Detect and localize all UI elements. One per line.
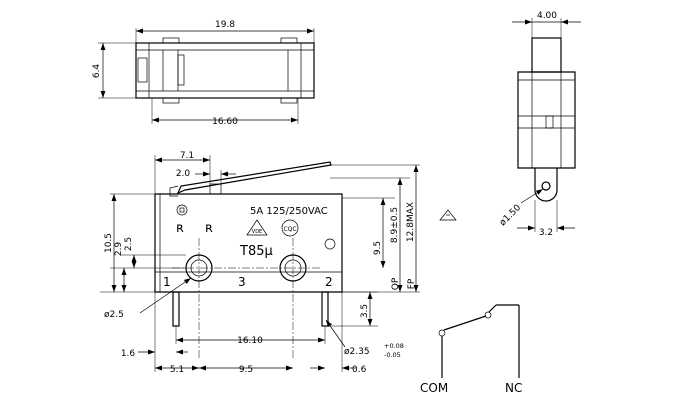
ul-mark-icon-2: ʀ	[205, 221, 213, 236]
vde-mark: VDE	[252, 229, 262, 235]
side-tab-label: 3.2	[539, 228, 553, 238]
dim-06-label: 0.6	[352, 365, 367, 375]
side-terminal-tab	[534, 168, 558, 202]
dim-35-label: 3.5	[360, 304, 370, 318]
terminal-hole-dim: ø2.35	[344, 347, 370, 357]
dim-25-label: 2.5	[124, 237, 134, 251]
switch-schematic: COM NC	[420, 304, 522, 395]
dim-16-label: 1.6	[121, 349, 136, 359]
dim-20-label: 2.0	[176, 169, 191, 179]
flag-triangle-icon	[439, 209, 457, 221]
reset-dot-icon	[176, 204, 188, 216]
rating-text: 5A 125/250VAC	[250, 206, 328, 217]
cqc-mark: CQC	[283, 226, 296, 233]
dim-1610-label: 16.10	[237, 336, 263, 346]
mounting-hole-dim: ø2.5	[104, 310, 124, 320]
nc-wire	[488, 304, 497, 313]
pin-1-label: 1	[163, 275, 171, 289]
terminal-com	[172, 291, 180, 327]
pin-3-label: 3	[238, 275, 246, 289]
dim-29-label: 2.9	[114, 242, 124, 257]
dim-71-label: 7.1	[180, 151, 194, 161]
pin-2-label: 2	[325, 275, 333, 289]
op-dim-label: 8.9±0.5	[390, 207, 400, 243]
op-label: OP	[391, 277, 401, 290]
dim-105-label: 10.5	[104, 233, 114, 253]
vde-triangle-icon	[246, 219, 268, 236]
dim-95v-label: 9.5	[373, 241, 383, 255]
actuator-lever	[176, 161, 332, 195]
top-pitch-label: 16.60	[212, 117, 238, 127]
com-label: COM	[420, 381, 448, 395]
terminal-nc	[321, 291, 329, 327]
nc-label: NC	[505, 381, 522, 395]
side-hole-label: ø1.50	[498, 203, 523, 228]
side-view: 4.00 ø1.50 3.2	[498, 11, 581, 238]
cqc-circle-icon	[281, 219, 299, 237]
ul-mark-icon: ʀ	[176, 221, 184, 236]
fp-label: FP	[407, 278, 417, 289]
switch-blade	[443, 315, 487, 331]
model-text: T85μ	[239, 244, 273, 259]
tolerance-minus: -0.05	[384, 351, 401, 359]
fp-dim-label: 12.8MAX	[406, 202, 416, 242]
side-dot-icon	[324, 238, 336, 250]
side-plunger	[531, 37, 562, 73]
front-view: 5A 125/250VAC ʀ ʀ VDE CQC T85μ 1 3 2 7.1…	[100, 151, 457, 375]
side-thickness-label: 4.00	[537, 11, 557, 21]
top-view-outline	[135, 42, 315, 99]
top-width-label: 6.4	[92, 64, 102, 79]
dim-51-label: 5.1	[170, 365, 184, 375]
top-length-label: 19.8	[215, 20, 235, 30]
lever-hinge	[169, 185, 179, 197]
side-terminal-hole	[541, 181, 551, 191]
side-body-outline	[517, 71, 576, 169]
tolerance-plus: +0.08	[384, 342, 404, 350]
top-view: 19.8 6.4 16.60	[92, 20, 315, 127]
dim-95-label: 9.5	[239, 365, 253, 375]
